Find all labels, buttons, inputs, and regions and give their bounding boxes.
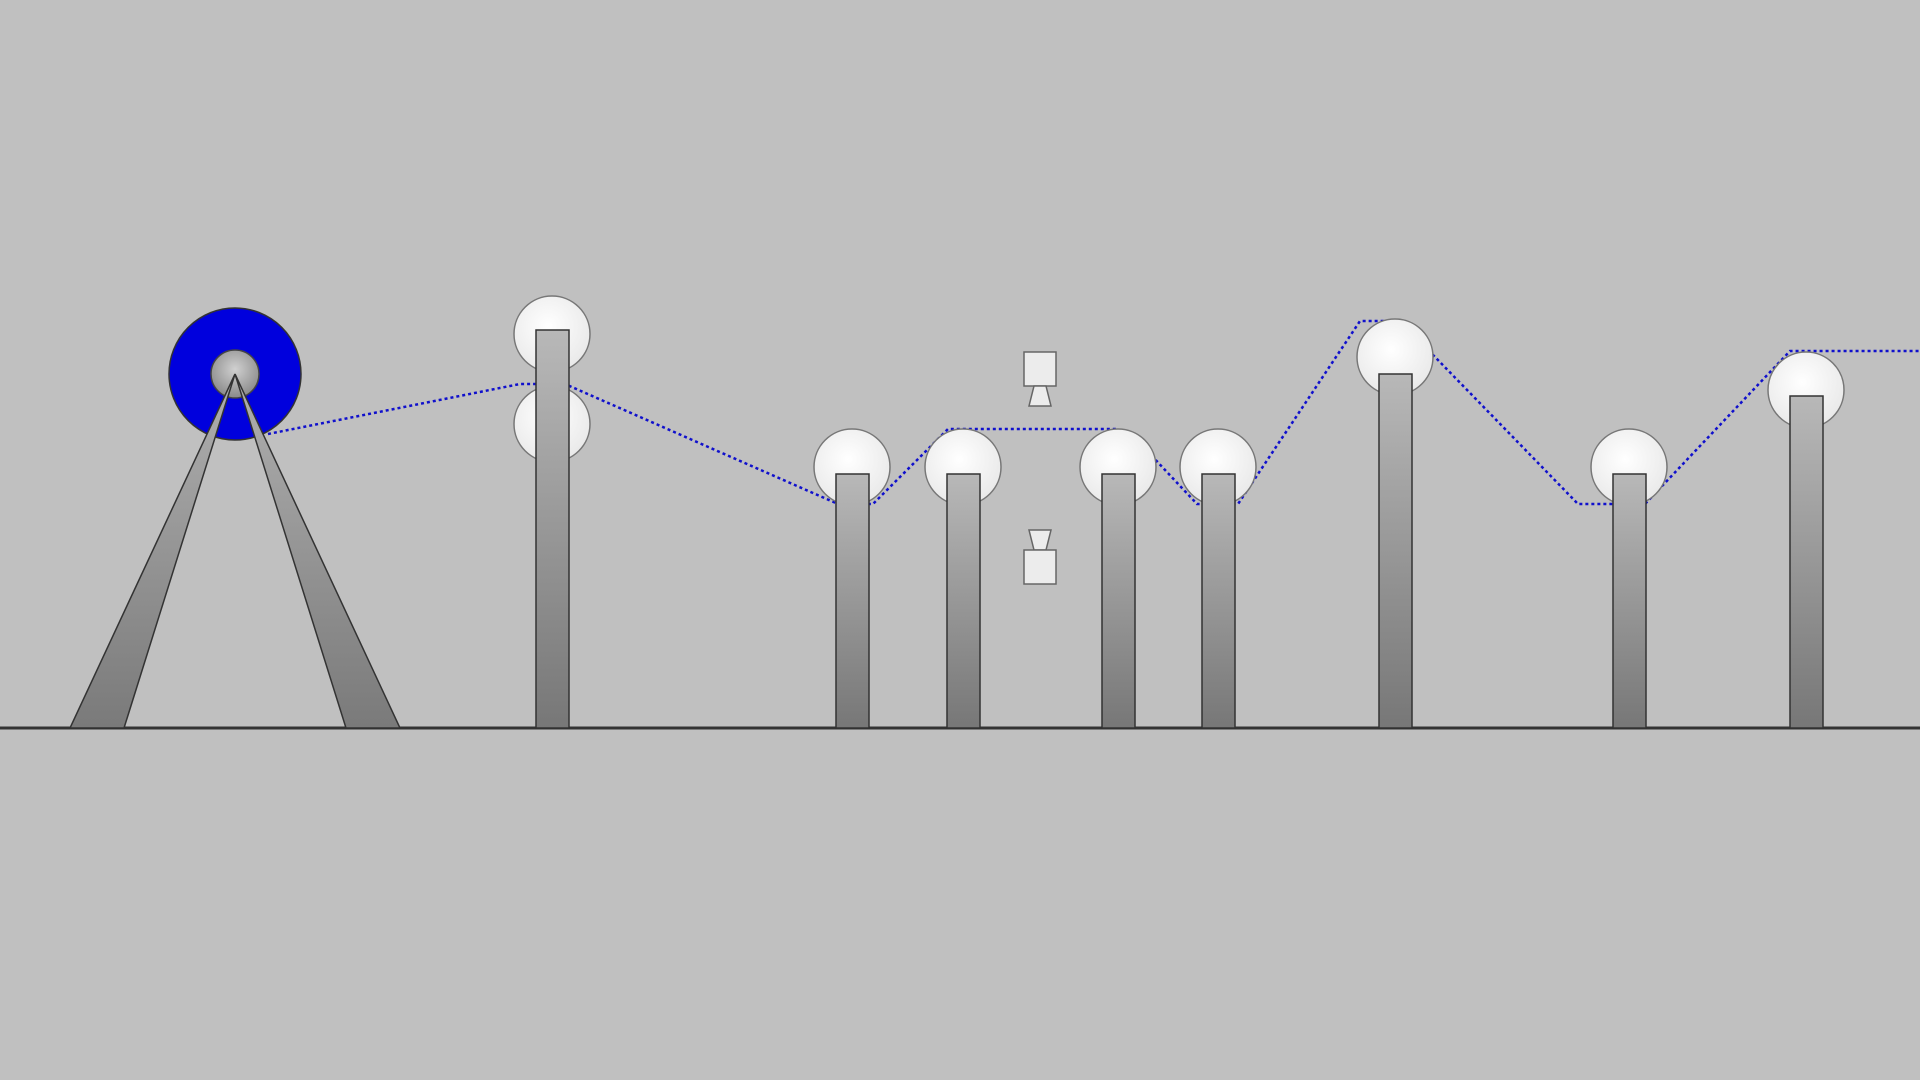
dancer-roller-post [1378,373,1413,729]
idler-roller-2-post [946,473,981,729]
idler-roller-3 [1079,428,1157,729]
nip-roller-pair [513,295,591,729]
idler-roller-5-post [1612,473,1647,729]
idler-roller-1 [813,428,891,729]
idler-roller-1-post [835,473,870,729]
idler-roller-2 [924,428,1002,729]
web-path [267,319,1920,506]
measurement-head-pair [1023,351,1057,585]
a-frame-right-leg [234,373,402,729]
idler-roller-5 [1590,428,1668,729]
nip-roller-post [535,329,570,729]
dancer-roller-high [1356,318,1434,729]
unwind-spool-stand [68,307,402,729]
idler-roller-4-post [1201,473,1236,729]
upper-sensor-head [1023,351,1057,407]
idler-roller-3-post [1101,473,1136,729]
a-frame-left-leg [68,373,236,729]
exit-roller [1767,351,1845,729]
lower-sensor-head [1023,529,1057,585]
exit-roller-post [1789,395,1824,729]
idler-roller-4 [1179,428,1257,729]
